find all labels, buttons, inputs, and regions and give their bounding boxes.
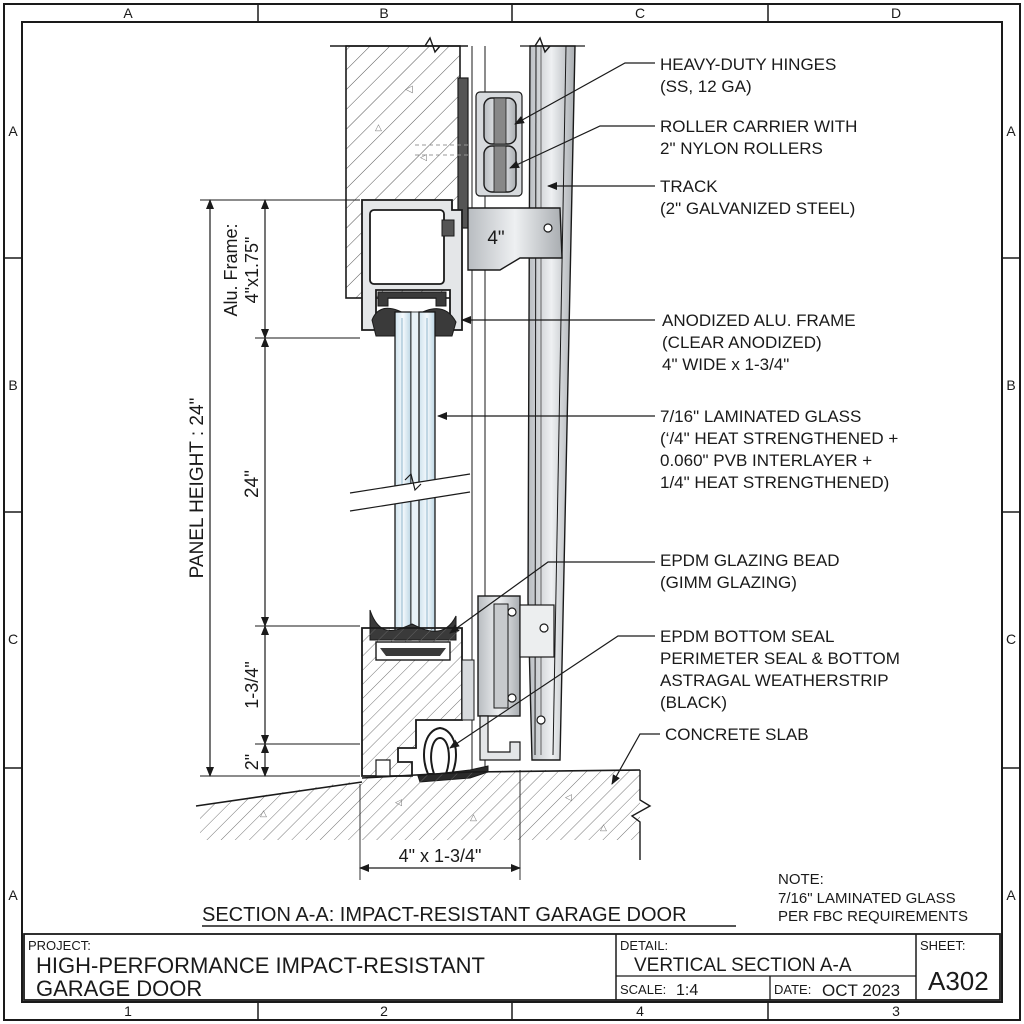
note-heading: NOTE: [778,871,824,888]
title-block [23,933,1001,1001]
note-line2: PER FBC REQUIREMENTS [778,908,968,925]
date-value: OCT 2023 [822,981,900,1000]
callout-frame-line1: ANODIZED ALU. FRAME [662,311,856,330]
grid-left-3: C [8,631,18,647]
scale-label: SCALE: [620,982,666,997]
panel-height-dimension: PANEL HEIGHT : 24" [187,398,208,579]
grid-right-4: A [1006,887,1016,903]
svg-text:△: △ [470,812,477,822]
laminated-glass [349,311,471,641]
leader-lines [437,62,660,785]
callout-seal-line2: PERIMETER SEAL & BOTTOM [660,649,900,668]
callout-roller-line1: ROLLER CARRIER WITH [660,117,857,136]
callout-bead-line2: (GIMM GLAZING) [660,573,797,592]
callout-glass-line4: 1/4" HEAT STRENGTHENED) [660,473,889,492]
callout-hinges-line2: (SS, 12 GA) [660,77,752,96]
svg-text:△: △ [375,122,382,132]
seal-dimension: 2" [242,754,262,770]
grid-left-2: B [8,377,17,393]
grid-top-d: D [891,5,901,21]
callout-glass-line1: 7/16" LAMINATED GLASS [660,407,861,426]
concrete-slab: △ ◁ △ ◁ △ [195,769,652,860]
grid-bottom-1: 1 [124,1003,132,1019]
callout-track-line1: TRACK [660,177,718,196]
dimension-lines [200,199,521,880]
callout-track-line2: (2" GALVANIZED STEEL) [660,199,855,218]
svg-text:△: △ [260,808,267,818]
callout-bead-line1: EPDM GLAZING BEAD [660,551,839,570]
scale-value: 1:4 [676,982,698,999]
detail-label: DETAIL: [620,938,668,953]
lower-hinge [477,595,555,761]
project-label: PROJECT: [28,938,91,953]
grid-right-2: B [1006,377,1015,393]
callout-frame-line3: 4" WIDE x 1-3/4" [662,355,789,374]
detail-value: VERTICAL SECTION A-A [634,955,852,976]
date-label: DATE: [774,982,811,997]
svg-text:◁: ◁ [395,797,402,807]
callout-slab-line1: CONCRETE SLAB [665,725,809,744]
callout-frame-line2: (CLEAR ANODIZED) [662,333,822,352]
grid-bottom-2: 2 [380,1003,388,1019]
bracket [467,207,563,271]
callout-seal-line3: ASTRAGAL WEATHERSTRIP [660,671,889,690]
project-line2: GARAGE DOOR [36,976,202,1001]
callout-hinges-line1: HEAVY-DUTY HINGES [660,55,836,74]
glass-height-dimension: 24" [242,470,263,498]
grid-top-c: C [635,5,645,21]
svg-text:◁: ◁ [405,84,413,95]
note-line1: 7/16" LAMINATED GLASS [778,890,956,907]
project-line1: HIGH-PERFORMANCE IMPACT-RESISTANT [36,953,485,978]
grid-top-a: A [123,5,133,21]
roller-carrier [415,91,523,197]
grid-bottom-4: 3 [892,1003,900,1019]
sheet-label: SHEET: [920,938,966,953]
drawing-border [3,3,1021,1021]
svg-text:△: △ [600,822,607,832]
callout-seal-line4: (BLACK) [660,693,727,712]
frame-dimension-line1: Alu. Frame: [221,223,241,316]
grid-top-b: B [379,5,388,21]
frame-dimension-line2: 4"x1.75" [242,237,262,304]
bracket-dimension: 4" [487,228,504,249]
svg-text:◁: ◁ [565,792,572,802]
bottom-rail-dimension: 1-3/4" [242,661,262,708]
callouts: HEAVY-DUTY HINGES (SS, 12 GA) ROLLER CAR… [660,55,900,744]
section-title: SECTION A-A: IMPACT-RESISTANT GARAGE DOO… [202,904,687,926]
callout-roller-line2: 2" NYLON ROLLERS [660,139,823,158]
grid-bottom-3: 4 [636,1003,644,1019]
grid-right-3: C [1006,631,1016,647]
grid-left-1: A [8,123,18,139]
bottom-rail [361,609,475,777]
callout-glass-line3: 0.060" PVB INTERLAYER + [660,451,872,470]
callout-glass-line2: (‘/4" HEAT STRENGTHENED + [660,429,898,448]
width-dimension: 4" x 1-3/4" [399,846,482,866]
grid-left-4: A [8,887,18,903]
sheet-value: A302 [928,966,989,996]
svg-text:◁: ◁ [420,152,427,162]
callout-seal-line1: EPDM BOTTOM SEAL [660,627,834,646]
grid-labels: A B C D 1 2 4 3 A B C A A B C A [8,5,1016,1019]
grid-right-1: A [1006,123,1016,139]
top-rail [361,199,463,337]
